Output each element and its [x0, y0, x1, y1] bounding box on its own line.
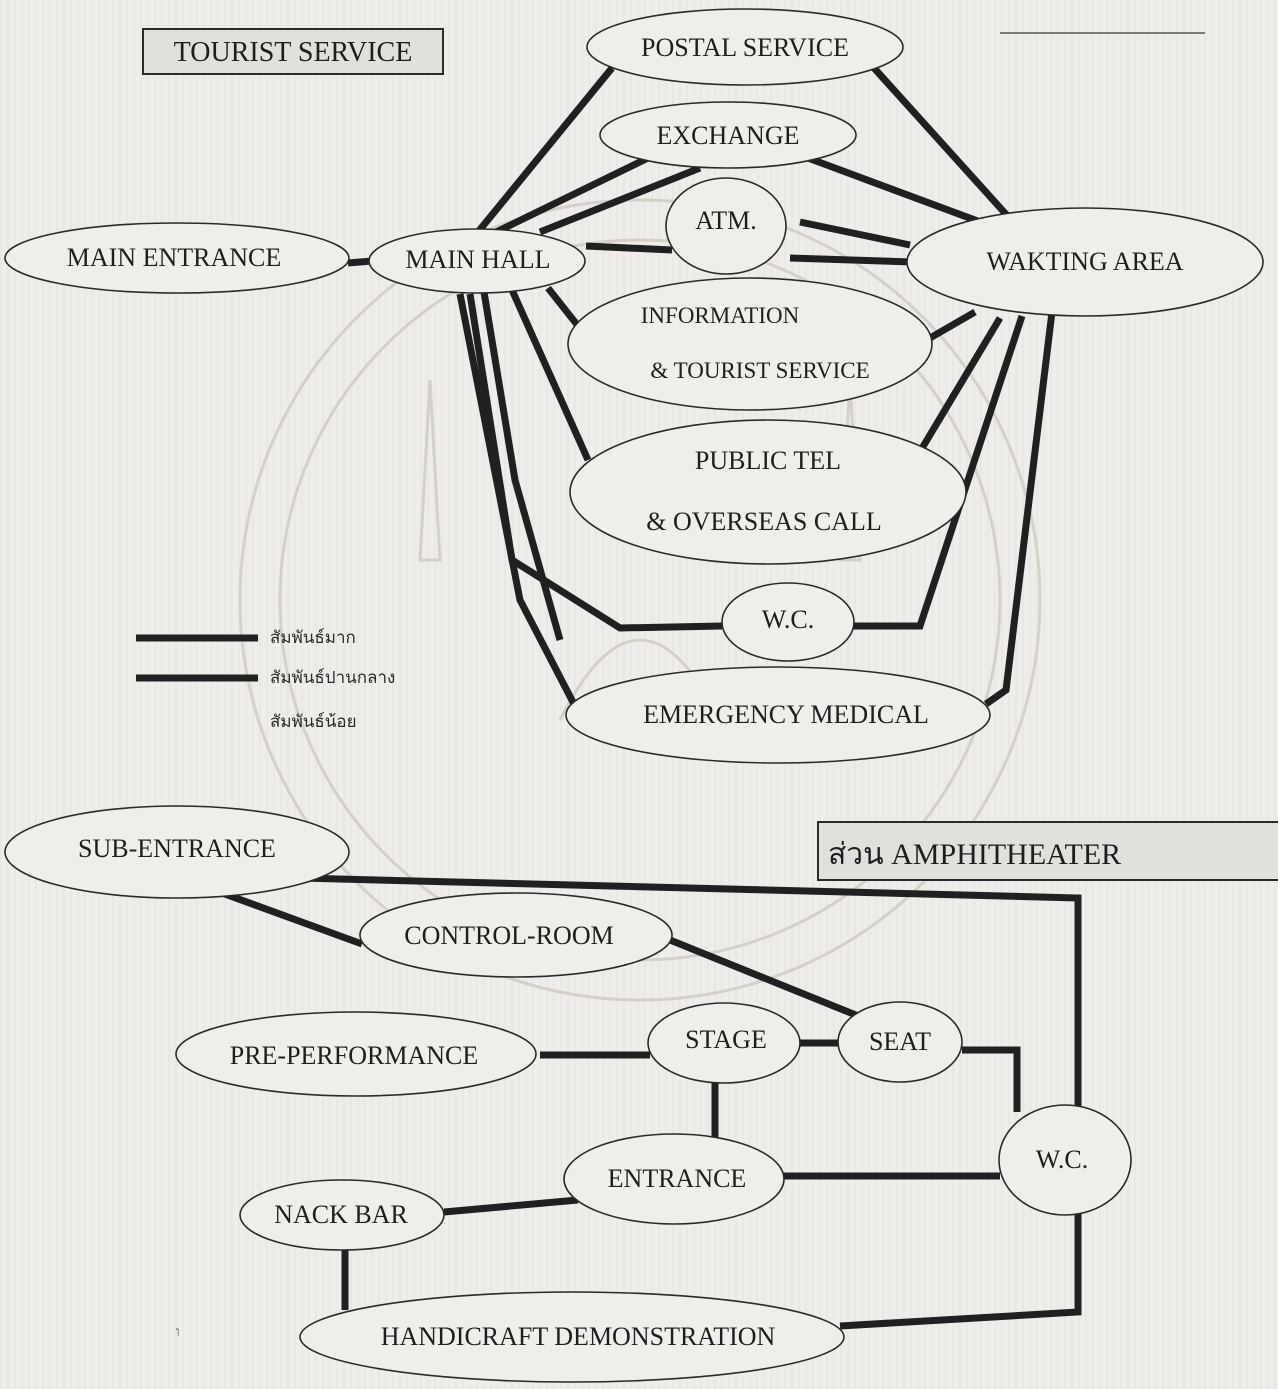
node-label: ATM.: [695, 206, 756, 235]
node-emergency-medical: EMERGENCY MEDICAL: [565, 666, 991, 764]
node-main-hall: MAIN HALL: [368, 228, 586, 294]
node-label: PRE-PERFORMANCE: [230, 1041, 479, 1070]
node-label-line2: & TOURIST SERVICE: [650, 358, 869, 383]
node-label: EMERGENCY MEDICAL: [643, 700, 929, 729]
section-amphitheater: ส่วน AMPHITHEATER: [817, 821, 1278, 881]
node-label: EXCHANGE: [657, 121, 800, 150]
node-wc-bottom: W.C.: [998, 1104, 1132, 1216]
node-main-entrance: MAIN ENTRANCE: [4, 222, 350, 294]
node-waiting-area: WAKTING AREA: [906, 207, 1264, 317]
node-label: ENTRANCE: [608, 1164, 747, 1193]
tourist-service-edges: [347, 65, 1056, 710]
node-label: HANDICRAFT DEMONSTRATION: [381, 1322, 776, 1351]
section-title: ส่วน AMPHITHEATER: [828, 838, 1121, 871]
node-label: POSTAL SERVICE: [641, 33, 849, 62]
node-label: MAIN HALL: [405, 245, 550, 274]
amphitheater-edges: [220, 874, 1082, 1330]
node-entrance: ENTRANCE: [563, 1133, 785, 1225]
node-exchange: EXCHANGE: [599, 101, 857, 169]
node-label: SUB-ENTRANCE: [78, 834, 276, 863]
node-label: MAIN ENTRANCE: [67, 243, 282, 272]
node-label: SEAT: [869, 1027, 931, 1056]
node-label: NACK BAR: [274, 1200, 408, 1229]
node-seat: SEAT: [837, 1001, 963, 1083]
node-atm: ATM.: [665, 177, 787, 275]
node-pre-performance: PRE-PERFORMANCE: [175, 1011, 537, 1097]
section-tourist-service: TOURIST SERVICE: [142, 28, 444, 75]
node-nack-bar: NACK BAR: [239, 1179, 445, 1251]
node-postal-service: POSTAL SERVICE: [586, 8, 904, 86]
node-label: W.C.: [762, 605, 815, 634]
node-label-line1: INFORMATION: [641, 303, 800, 328]
legend: สัมพันธ์มาก สัมพันธ์ปานกลาง สัมพันธ์น้อย: [136, 628, 395, 732]
node-label-line2: & OVERSEAS CALL: [646, 507, 881, 536]
node-sub-entrance: SUB-ENTRANCE: [4, 805, 350, 899]
legend-weak-label: สัมพันธ์น้อย: [270, 712, 357, 732]
node-label: STAGE: [685, 1025, 767, 1054]
node-wc-top: W.C.: [721, 582, 855, 662]
node-public-tel: PUBLIC TEL & OVERSEAS CALL: [569, 419, 967, 565]
node-label-line1: PUBLIC TEL: [695, 446, 841, 475]
node-label: W.C.: [1036, 1145, 1089, 1174]
legend-medium-label: สัมพันธ์ปานกลาง: [270, 668, 395, 688]
node-stage: STAGE: [647, 1002, 801, 1084]
node-label: CONTROL-ROOM: [404, 921, 613, 950]
legend-strong-label: สัมพันธ์มาก: [270, 628, 356, 648]
node-label: WAKTING AREA: [986, 247, 1183, 276]
node-information-tourist-service: INFORMATION & TOURIST SERVICE: [567, 277, 933, 411]
node-handicraft-demonstration: HANDICRAFT DEMONSTRATION: [299, 1291, 845, 1383]
section-title: TOURIST SERVICE: [174, 37, 413, 68]
node-control-room: CONTROL-ROOM: [359, 892, 673, 978]
stray-mark: ו: [176, 1325, 180, 1340]
